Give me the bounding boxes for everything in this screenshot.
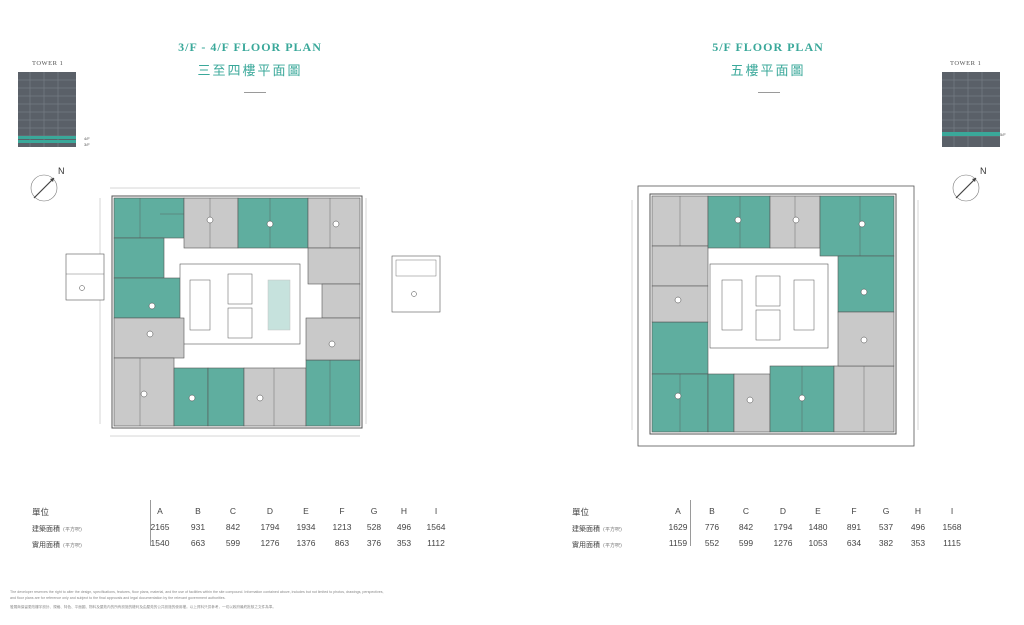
- right-table-divider: [690, 500, 691, 546]
- right-unit-c: C: [742, 506, 750, 516]
- left-r2-f: 863: [334, 538, 350, 548]
- right-north-arrow: N: [950, 166, 992, 204]
- left-unit-e: E: [303, 506, 309, 516]
- disclaimer-line-3: 發展商保留更改樓宇設計、規格、特色、平面圖、物料及屋苑內的所有設施的權利及由屋苑…: [10, 605, 276, 609]
- left-row1-label: 建築面積: [32, 525, 60, 533]
- right-title-en: 5/F FLOOR PLAN: [712, 40, 824, 54]
- right-unit-d: D: [779, 506, 787, 516]
- right-r2-b: 552: [704, 538, 720, 548]
- left-row2-label: 實用面積: [32, 541, 60, 549]
- left-north-arrow: N: [28, 166, 70, 204]
- right-r1-e: 1480: [808, 522, 828, 532]
- right-north-label: N: [980, 166, 987, 176]
- left-r1-h: 496: [396, 522, 412, 532]
- right-tower-thumbnail: [942, 72, 1004, 147]
- right-r1-a: 1629: [668, 522, 688, 532]
- right-unit-e: E: [815, 506, 821, 516]
- left-row2-unit: (平方呎): [63, 543, 82, 549]
- left-tower-thumbnail: [18, 72, 80, 147]
- right-r2-a: 1159: [668, 538, 688, 548]
- left-r1-c: 842: [225, 522, 241, 532]
- left-r2-d: 1276: [260, 538, 280, 548]
- right-title-rule: [758, 92, 780, 93]
- right-r1-b: 776: [704, 522, 720, 532]
- right-unit-a: A: [675, 506, 681, 516]
- left-table-divider: [150, 500, 151, 546]
- left-r2-a: 1540: [150, 538, 170, 548]
- left-unit-g: G: [370, 506, 378, 516]
- right-row1-label: 建築面積: [572, 525, 600, 533]
- north-arrow-icon: [33, 177, 55, 199]
- left-r2-i: 1112: [427, 538, 445, 548]
- left-tower-label: TOWER 1: [32, 60, 64, 67]
- left-floor-plan: [60, 184, 450, 440]
- left-r2-b: 663: [190, 538, 206, 548]
- right-r2-i: 1115: [943, 538, 961, 548]
- left-r1-a: 2165: [150, 522, 170, 532]
- right-r1-i: 1568: [942, 522, 962, 532]
- right-r2-d: 1276: [773, 538, 793, 548]
- left-row1-unit: (平方呎): [63, 527, 82, 533]
- left-title-rule: [244, 92, 266, 93]
- right-r2-e: 1053: [808, 538, 828, 548]
- left-unit-b: B: [195, 506, 201, 516]
- left-r1-b: 931: [190, 522, 206, 532]
- left-r2-e: 1376: [296, 538, 316, 548]
- north-arrow-icon: [955, 177, 977, 199]
- left-north-label: N: [58, 166, 65, 176]
- left-unit-h: H: [400, 506, 408, 516]
- right-table-unit-header: 單位: [572, 508, 590, 518]
- right-r1-g: 537: [878, 522, 894, 532]
- left-r1-f: 1213: [332, 522, 352, 532]
- right-unit-b: B: [709, 506, 715, 516]
- right-row1-unit: (平方呎): [603, 527, 622, 533]
- right-r2-f: 634: [846, 538, 862, 548]
- right-row2-unit: (平方呎): [603, 543, 622, 549]
- left-unit-c: C: [229, 506, 237, 516]
- disclaimer-line-1: The developer reserves the right to alte…: [10, 590, 384, 594]
- right-floor-tag-5f: 5/F: [1000, 132, 1006, 137]
- right-tower-label: TOWER 1: [950, 60, 982, 67]
- right-unit-i: I: [950, 506, 954, 516]
- left-unit-a: A: [157, 506, 163, 516]
- left-unit-d: D: [266, 506, 274, 516]
- left-r1-i: 1564: [426, 522, 446, 532]
- left-floor-tag-3f: 3/F: [84, 142, 90, 147]
- right-r1-f: 891: [846, 522, 862, 532]
- right-r1-d: 1794: [773, 522, 793, 532]
- right-area-table: 單位 A B C D E F G H I 建築面積(平方呎) 1629 776 …: [572, 500, 992, 549]
- right-r1-c: 842: [738, 522, 754, 532]
- right-r2-h: 353: [910, 538, 926, 548]
- right-r1-h: 496: [910, 522, 926, 532]
- left-table-unit-header: 單位: [32, 508, 50, 518]
- right-r2-c: 599: [738, 538, 754, 548]
- disclaimer-line-2: and floor plans are for reference only a…: [10, 596, 226, 600]
- right-unit-g: G: [882, 506, 890, 516]
- right-row2-label: 實用面積: [572, 541, 600, 549]
- left-floor-tag-4f: 4/F: [84, 136, 90, 141]
- right-unit-f: F: [851, 506, 857, 516]
- left-r2-c: 599: [225, 538, 241, 548]
- right-unit-h: H: [914, 506, 922, 516]
- left-r1-d: 1794: [260, 522, 280, 532]
- right-title-zh: 五樓平面圖: [730, 64, 806, 79]
- right-floor-plan: [630, 180, 920, 452]
- left-r2-g: 376: [366, 538, 382, 548]
- left-r1-e: 1934: [296, 522, 316, 532]
- left-area-table: 單位 A B C D E F G H I 建築面積(平方呎) 2165 931 …: [32, 500, 452, 549]
- left-unit-f: F: [339, 506, 345, 516]
- right-r2-g: 382: [878, 538, 894, 548]
- left-r2-h: 353: [396, 538, 412, 548]
- left-unit-i: I: [434, 506, 438, 516]
- left-r1-g: 528: [366, 522, 382, 532]
- left-title-en: 3/F - 4/F FLOOR PLAN: [178, 40, 322, 54]
- left-title-zh: 三至四樓平面圖: [197, 64, 303, 79]
